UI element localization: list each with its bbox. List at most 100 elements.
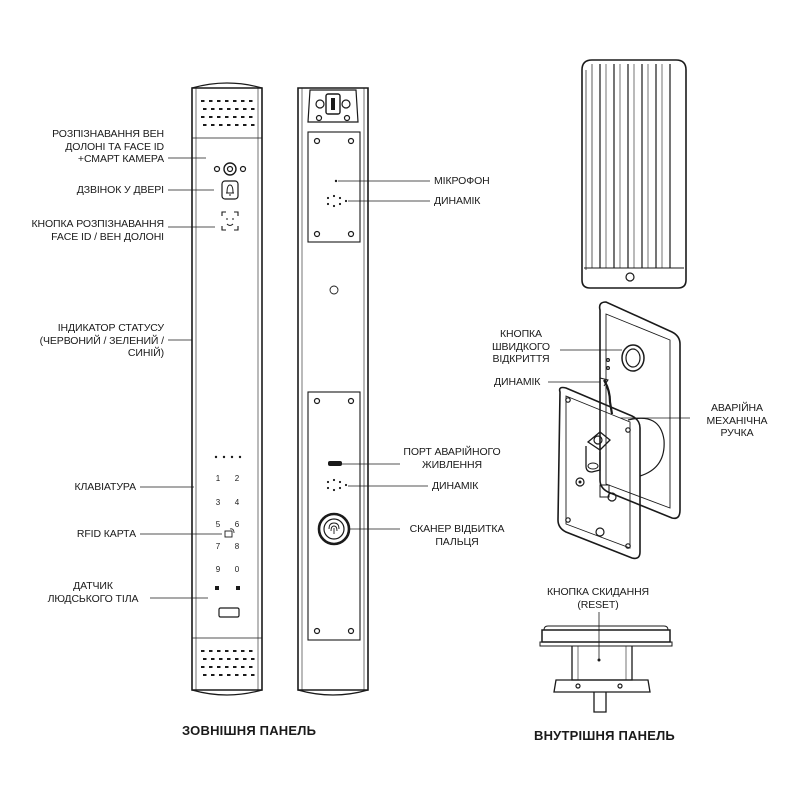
label-speaker-top: ДИНАМІК bbox=[434, 195, 480, 208]
label-line: ПАЛЬЦЯ bbox=[435, 535, 479, 548]
label-line: ДЗВІНОК У ДВЕРІ bbox=[76, 184, 164, 196]
grille-slot bbox=[241, 666, 245, 668]
grille-slot bbox=[219, 124, 223, 126]
grille-slot bbox=[225, 100, 229, 102]
label-line: (RESET) bbox=[577, 598, 619, 611]
grille-slot bbox=[235, 108, 239, 110]
lower-mount-plate bbox=[307, 391, 361, 641]
grille-slot bbox=[219, 658, 223, 660]
quick-open-button bbox=[621, 344, 645, 372]
bottom-grille bbox=[201, 650, 255, 676]
keypad-key: 7 bbox=[216, 542, 221, 551]
grille-slot bbox=[251, 108, 255, 110]
status-indicator-dots bbox=[214, 455, 242, 459]
grille-slot bbox=[233, 650, 237, 652]
grille-slot bbox=[241, 116, 245, 118]
grille-slot bbox=[201, 100, 205, 102]
speaker-grille-mid bbox=[326, 478, 348, 492]
keypad-key: 0 bbox=[235, 565, 240, 574]
rfid-icon bbox=[224, 528, 235, 538]
key-dots bbox=[215, 586, 240, 590]
keypad-key: 4 bbox=[235, 498, 240, 507]
label-line: RFID КАРТА bbox=[76, 528, 136, 540]
label-speaker-inner: ДИНАМІК bbox=[494, 376, 540, 389]
inner-panel-mechanism bbox=[557, 301, 681, 560]
cover-screw bbox=[625, 272, 635, 282]
caption-outer-panel: ЗОВНІШНЯ ПАНЕЛЬ bbox=[182, 723, 317, 738]
grille-slot bbox=[217, 116, 221, 118]
label-line: ЖИВЛЕННЯ bbox=[422, 458, 482, 471]
grille-slot bbox=[211, 658, 215, 660]
grille-slot bbox=[209, 650, 213, 652]
outer-panel-back bbox=[297, 87, 369, 696]
label-line: ШВИДКОГО bbox=[492, 340, 550, 353]
label-line: МЕХАНІЧНА bbox=[706, 414, 768, 427]
label-line: КНОПКА СКИДАННЯ bbox=[546, 586, 650, 598]
mechanical-handle bbox=[585, 431, 611, 473]
camera-icon bbox=[213, 162, 247, 176]
grille-slot bbox=[211, 674, 215, 676]
label-line: РОЗПІЗНАВАННЯ ВЕН bbox=[52, 128, 164, 140]
label-line: ДАТЧИК bbox=[73, 580, 113, 592]
label-microphone: МІКРОФОН bbox=[434, 175, 490, 188]
label-line: ІНДИКАТОР СТАТУСУ bbox=[57, 322, 164, 334]
label-line: АВАРІЙНА bbox=[711, 402, 763, 414]
grille-slot bbox=[241, 650, 245, 652]
upper-mount-plate bbox=[307, 131, 361, 243]
grille-slot bbox=[243, 108, 247, 110]
label-line: КНОПКА РОЗПІЗНАВАННЯ bbox=[31, 218, 164, 230]
grille-slot bbox=[217, 666, 221, 668]
grille-slot bbox=[235, 124, 239, 126]
label-line: ДИНАМІК bbox=[434, 195, 481, 207]
grille-slot bbox=[235, 674, 239, 676]
grille-slot bbox=[219, 108, 223, 110]
grille-slot bbox=[249, 666, 253, 668]
fingerprint-sensor-icon bbox=[317, 512, 351, 546]
grille-slot bbox=[251, 658, 255, 660]
grille-slot bbox=[209, 666, 213, 668]
grille-slot bbox=[203, 124, 207, 126]
grille-slot bbox=[201, 650, 205, 652]
label-line: КНОПКА bbox=[500, 328, 542, 340]
camera-module bbox=[307, 89, 359, 123]
speaker-grille-top bbox=[326, 194, 348, 208]
label-keypad: КЛАВІАТУРА bbox=[28, 481, 136, 494]
label-line: ДОЛОНІ ТА FACE ID bbox=[65, 140, 164, 153]
grille-slot bbox=[225, 116, 229, 118]
label-line: ДИНАМІК bbox=[432, 480, 479, 492]
grille-slot bbox=[243, 658, 247, 660]
label-line: (ЧЕРВОНИЙ / ЗЕЛЕНИЙ / bbox=[39, 334, 165, 347]
label-line: СКАНЕР ВІДБИТКА bbox=[409, 523, 505, 535]
label-line: ЛЮДСЬКОГО ТІЛА bbox=[47, 592, 139, 605]
label-line: МІКРОФОН bbox=[434, 175, 490, 187]
label-status-indicator: ІНДИКАТОР СТАТУСУ(ЧЕРВОНИЙ / ЗЕЛЕНИЙ /СИ… bbox=[28, 322, 165, 360]
label-line: КЛАВІАТУРА bbox=[74, 481, 136, 493]
grille-slot bbox=[219, 674, 223, 676]
grille-slot bbox=[233, 666, 237, 668]
top-grille bbox=[201, 100, 255, 126]
grille-slot bbox=[209, 100, 213, 102]
grille-slot bbox=[233, 116, 237, 118]
grille-slot bbox=[227, 108, 231, 110]
grille-slot bbox=[227, 674, 231, 676]
keypad-key: 5 bbox=[216, 520, 221, 529]
label-reset: КНОПКА СКИДАННЯ(RESET) bbox=[530, 586, 666, 611]
grille-slot bbox=[225, 650, 229, 652]
grille-slot bbox=[217, 650, 221, 652]
grille-slot bbox=[235, 658, 239, 660]
keypad-key: 1 bbox=[216, 474, 221, 483]
label-speaker-mid: ДИНАМІК bbox=[432, 480, 478, 493]
keypad-key: 2 bbox=[235, 474, 240, 483]
label-rfid: RFID КАРТА bbox=[28, 528, 136, 541]
caption-inner-panel: ВНУТРІШНЯ ПАНЕЛЬ bbox=[534, 728, 675, 743]
keypad-key: 9 bbox=[216, 565, 221, 574]
grille-slot bbox=[203, 658, 207, 660]
